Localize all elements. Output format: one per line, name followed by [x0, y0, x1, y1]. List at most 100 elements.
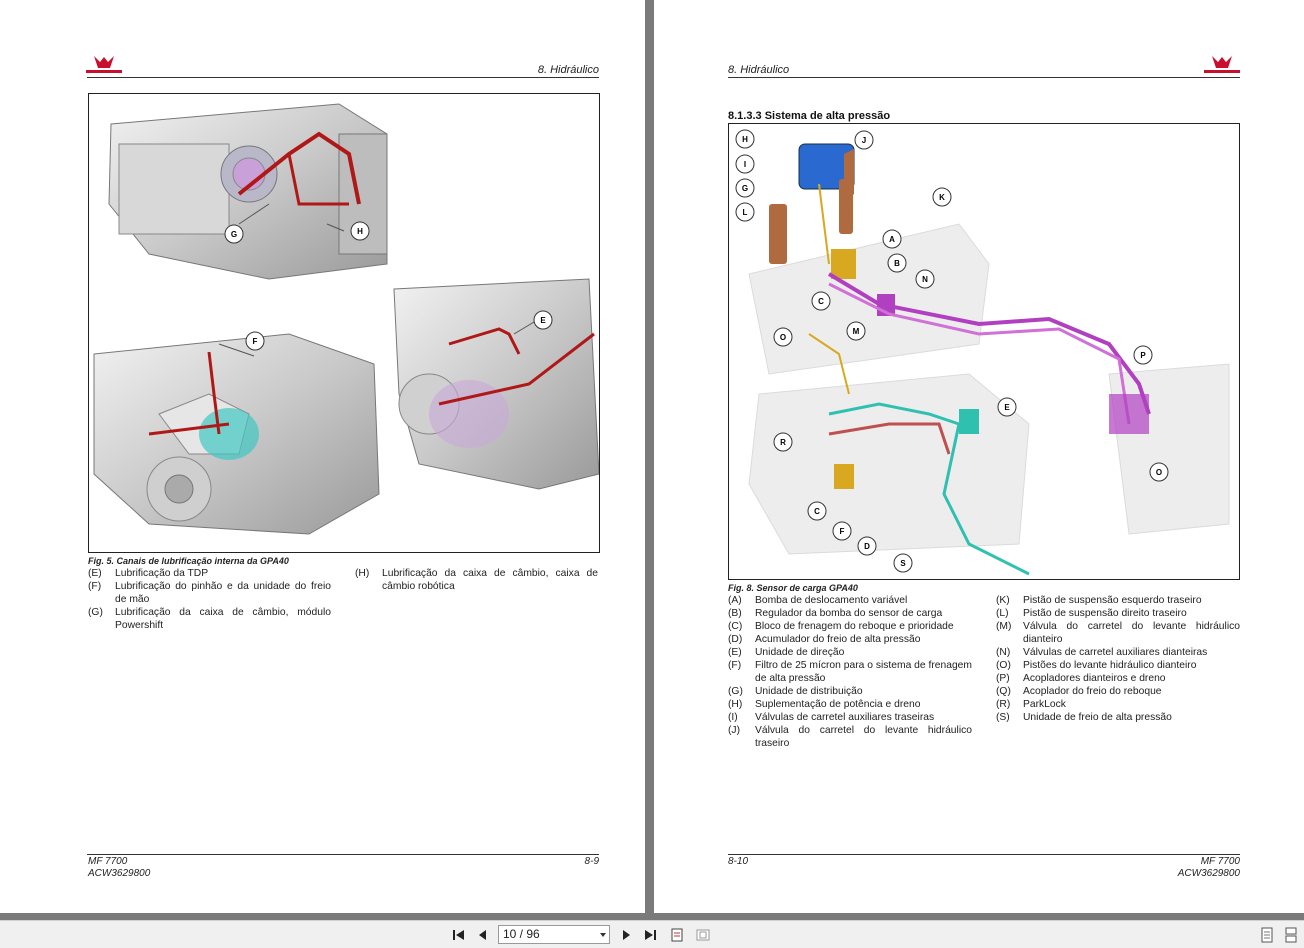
page-header-title: 8. Hidráulico [537, 64, 599, 76]
figure-callouts: G H F E [224, 221, 553, 351]
legend-item: (E)Lubrificação da TDP [88, 567, 331, 580]
legend-item: (G)Unidade de distribuição [728, 685, 972, 698]
last-page-button[interactable] [641, 926, 659, 944]
legend-item: (H) Suplementação de potência e dreno [728, 698, 972, 711]
legend-item: (I)Válvulas de carretel auxiliares trase… [728, 711, 972, 724]
next-page-button[interactable] [617, 926, 635, 944]
legend-item: (S) Unidade de freio de alta pressão [996, 711, 1240, 724]
legend-key: (C) [728, 621, 743, 632]
legend-text: Acoplador do freio do reboque [1023, 686, 1162, 697]
legend-key: (J) [728, 725, 741, 736]
continuous-view-button[interactable] [1282, 926, 1300, 944]
figure-callouts: H J I G K L A B N C M O P E R C F D S O [735, 129, 1169, 573]
legend-text: Válvulas de carretel auxiliares dianteir… [1023, 647, 1208, 658]
transmission-top [108, 103, 388, 280]
legend-item: (C) Bloco de frenagem do reboque e priori… [728, 620, 972, 633]
legend-right: (H)Lubrificação da caixa de câmbio, caix… [355, 567, 598, 593]
legend-text: Válvulas de carretel auxiliares traseira… [755, 712, 935, 723]
fit-width-button[interactable] [694, 926, 712, 944]
transmission-bottom-left [93, 333, 380, 535]
legend-text: Unidade de distribuição [755, 686, 863, 697]
footer-model-code: MF 7700 ACW3629800 [1178, 856, 1240, 880]
legend-item: (R)ParkLock [996, 698, 1240, 711]
legend-item: (G) Lubrificação da caixa de câmbio, módu… [88, 606, 331, 632]
single-page-view-button[interactable] [1258, 926, 1276, 944]
legend-key: (F) [728, 660, 742, 671]
document-page-right: 8. Hidráulico 8.1.3.3 Sistema de alta pr… [654, 0, 1304, 913]
next-page-icon [623, 930, 630, 940]
legend-item: (E)Unidade de direção [728, 646, 972, 659]
legend-item: (Q)Acoplador do freio do reboque [996, 685, 1240, 698]
legend-item: (P)Acopladores dianteiros e dreno [996, 672, 1240, 685]
legend-text: Pistão de suspensão esquerdo traseiro [1023, 595, 1202, 606]
figure-load-sensing: H J I G K L A B N C M O P E R C F D S O [728, 123, 1240, 580]
legend-item: (F) Filtro de 25 mícron para o sistema de… [728, 659, 972, 685]
continuous-view-icon [1285, 927, 1297, 943]
figure-lubrication-channels: G H F E [88, 93, 600, 553]
page-header-title: 8. Hidráulico [728, 64, 790, 76]
figure-caption: Fig. 5. Canais de lubrificação interna d… [88, 556, 289, 566]
legend-key: (L) [996, 608, 1009, 619]
legend-text: Válvula do carretel do levante hidráulic… [1023, 621, 1240, 645]
legend-key: (S) [996, 712, 1010, 723]
viewer-toolbar: 10 / 96 [0, 920, 1304, 948]
callout-label: C [814, 507, 820, 516]
single-page-view-icon [1261, 927, 1273, 943]
legend-text: Lubrificação da TDP [115, 568, 209, 579]
callout-label: O [1156, 468, 1162, 477]
legend-text: Acumulador do freio de alta pressão [755, 634, 921, 645]
legend-text: Pistões do levante hidráulico dianteiro [1023, 660, 1197, 671]
footer-model: MF 7700 [88, 856, 128, 867]
page-number-select[interactable]: 10 / 96 [498, 925, 610, 944]
footer-model-code: MF 7700 ACW3629800 [88, 856, 150, 880]
legend-key: (D) [728, 634, 743, 645]
legend-key: (N) [996, 647, 1011, 658]
legend-key: (B) [728, 608, 742, 619]
callout-label: E [540, 316, 546, 325]
callout-label: I [744, 160, 746, 169]
legend-text: Regulador da bomba do sensor de carga [755, 608, 943, 619]
section-title: 8.1.3.3 Sistema de alta pressão [728, 110, 891, 122]
fit-page-icon [671, 928, 683, 942]
callout-label: J [862, 136, 866, 145]
header-rule [87, 77, 599, 78]
last-page-icon [645, 930, 656, 940]
legend-key: (P) [996, 673, 1010, 684]
figure-caption: Fig. 8. Sensor de carga GPA40 [728, 583, 858, 593]
legend-key: (G) [88, 607, 103, 618]
legend-key: (F) [88, 581, 102, 592]
fit-page-button[interactable] [668, 926, 686, 944]
document-page-left: 8. Hidráulico [0, 0, 645, 913]
callout-label: G [231, 230, 237, 239]
legend-text: Bloco de frenagem do reboque e prioridad… [755, 621, 954, 632]
legend-key: (O) [996, 660, 1011, 671]
first-page-icon [453, 930, 464, 940]
legend-key: (H) [728, 699, 743, 710]
previous-page-icon [479, 930, 486, 940]
legend-text: Unidade de freio de alta pressão [1023, 712, 1172, 723]
legend-item: (N) Válvulas de carretel auxiliares diant… [996, 646, 1240, 659]
legend-item: (O) Pistões do levante hidráulico diantei… [996, 659, 1240, 672]
legend-text: Suplementação de potência e dreno [755, 699, 921, 710]
legend-key: (A) [728, 595, 742, 606]
callout-label: B [894, 259, 900, 268]
legend-item: (J)Válvula do carretel do levante hidráu… [728, 724, 972, 750]
header-rule [728, 77, 1240, 78]
legend-key: (H) [355, 568, 370, 579]
callout-label: O [780, 333, 786, 342]
legend-right: (K)Pistão de suspensão esquerdo traseiro… [996, 594, 1240, 724]
legend-text: Filtro de 25 mícron para o sistema de fr… [755, 660, 972, 684]
legend-text: Lubrificação da caixa de câmbio, módulo … [115, 607, 331, 631]
callout-label: E [1004, 403, 1010, 412]
callout-label: L [743, 208, 748, 217]
first-page-button[interactable] [450, 926, 468, 944]
legend-key: (R) [996, 699, 1011, 710]
legend-text: Lubrificação do pinhão e da unidade do f… [115, 581, 331, 605]
transmission-illustration: G H F E [93, 103, 599, 535]
legend-item: (L)Pistão de suspensão direito traseiro [996, 607, 1240, 620]
legend-text: Bomba de deslocamento variável [755, 595, 908, 606]
previous-page-button[interactable] [474, 926, 492, 944]
footer-rule [87, 854, 599, 855]
footer-model: MF 7700 [1200, 856, 1240, 867]
callout-label: P [1140, 351, 1146, 360]
